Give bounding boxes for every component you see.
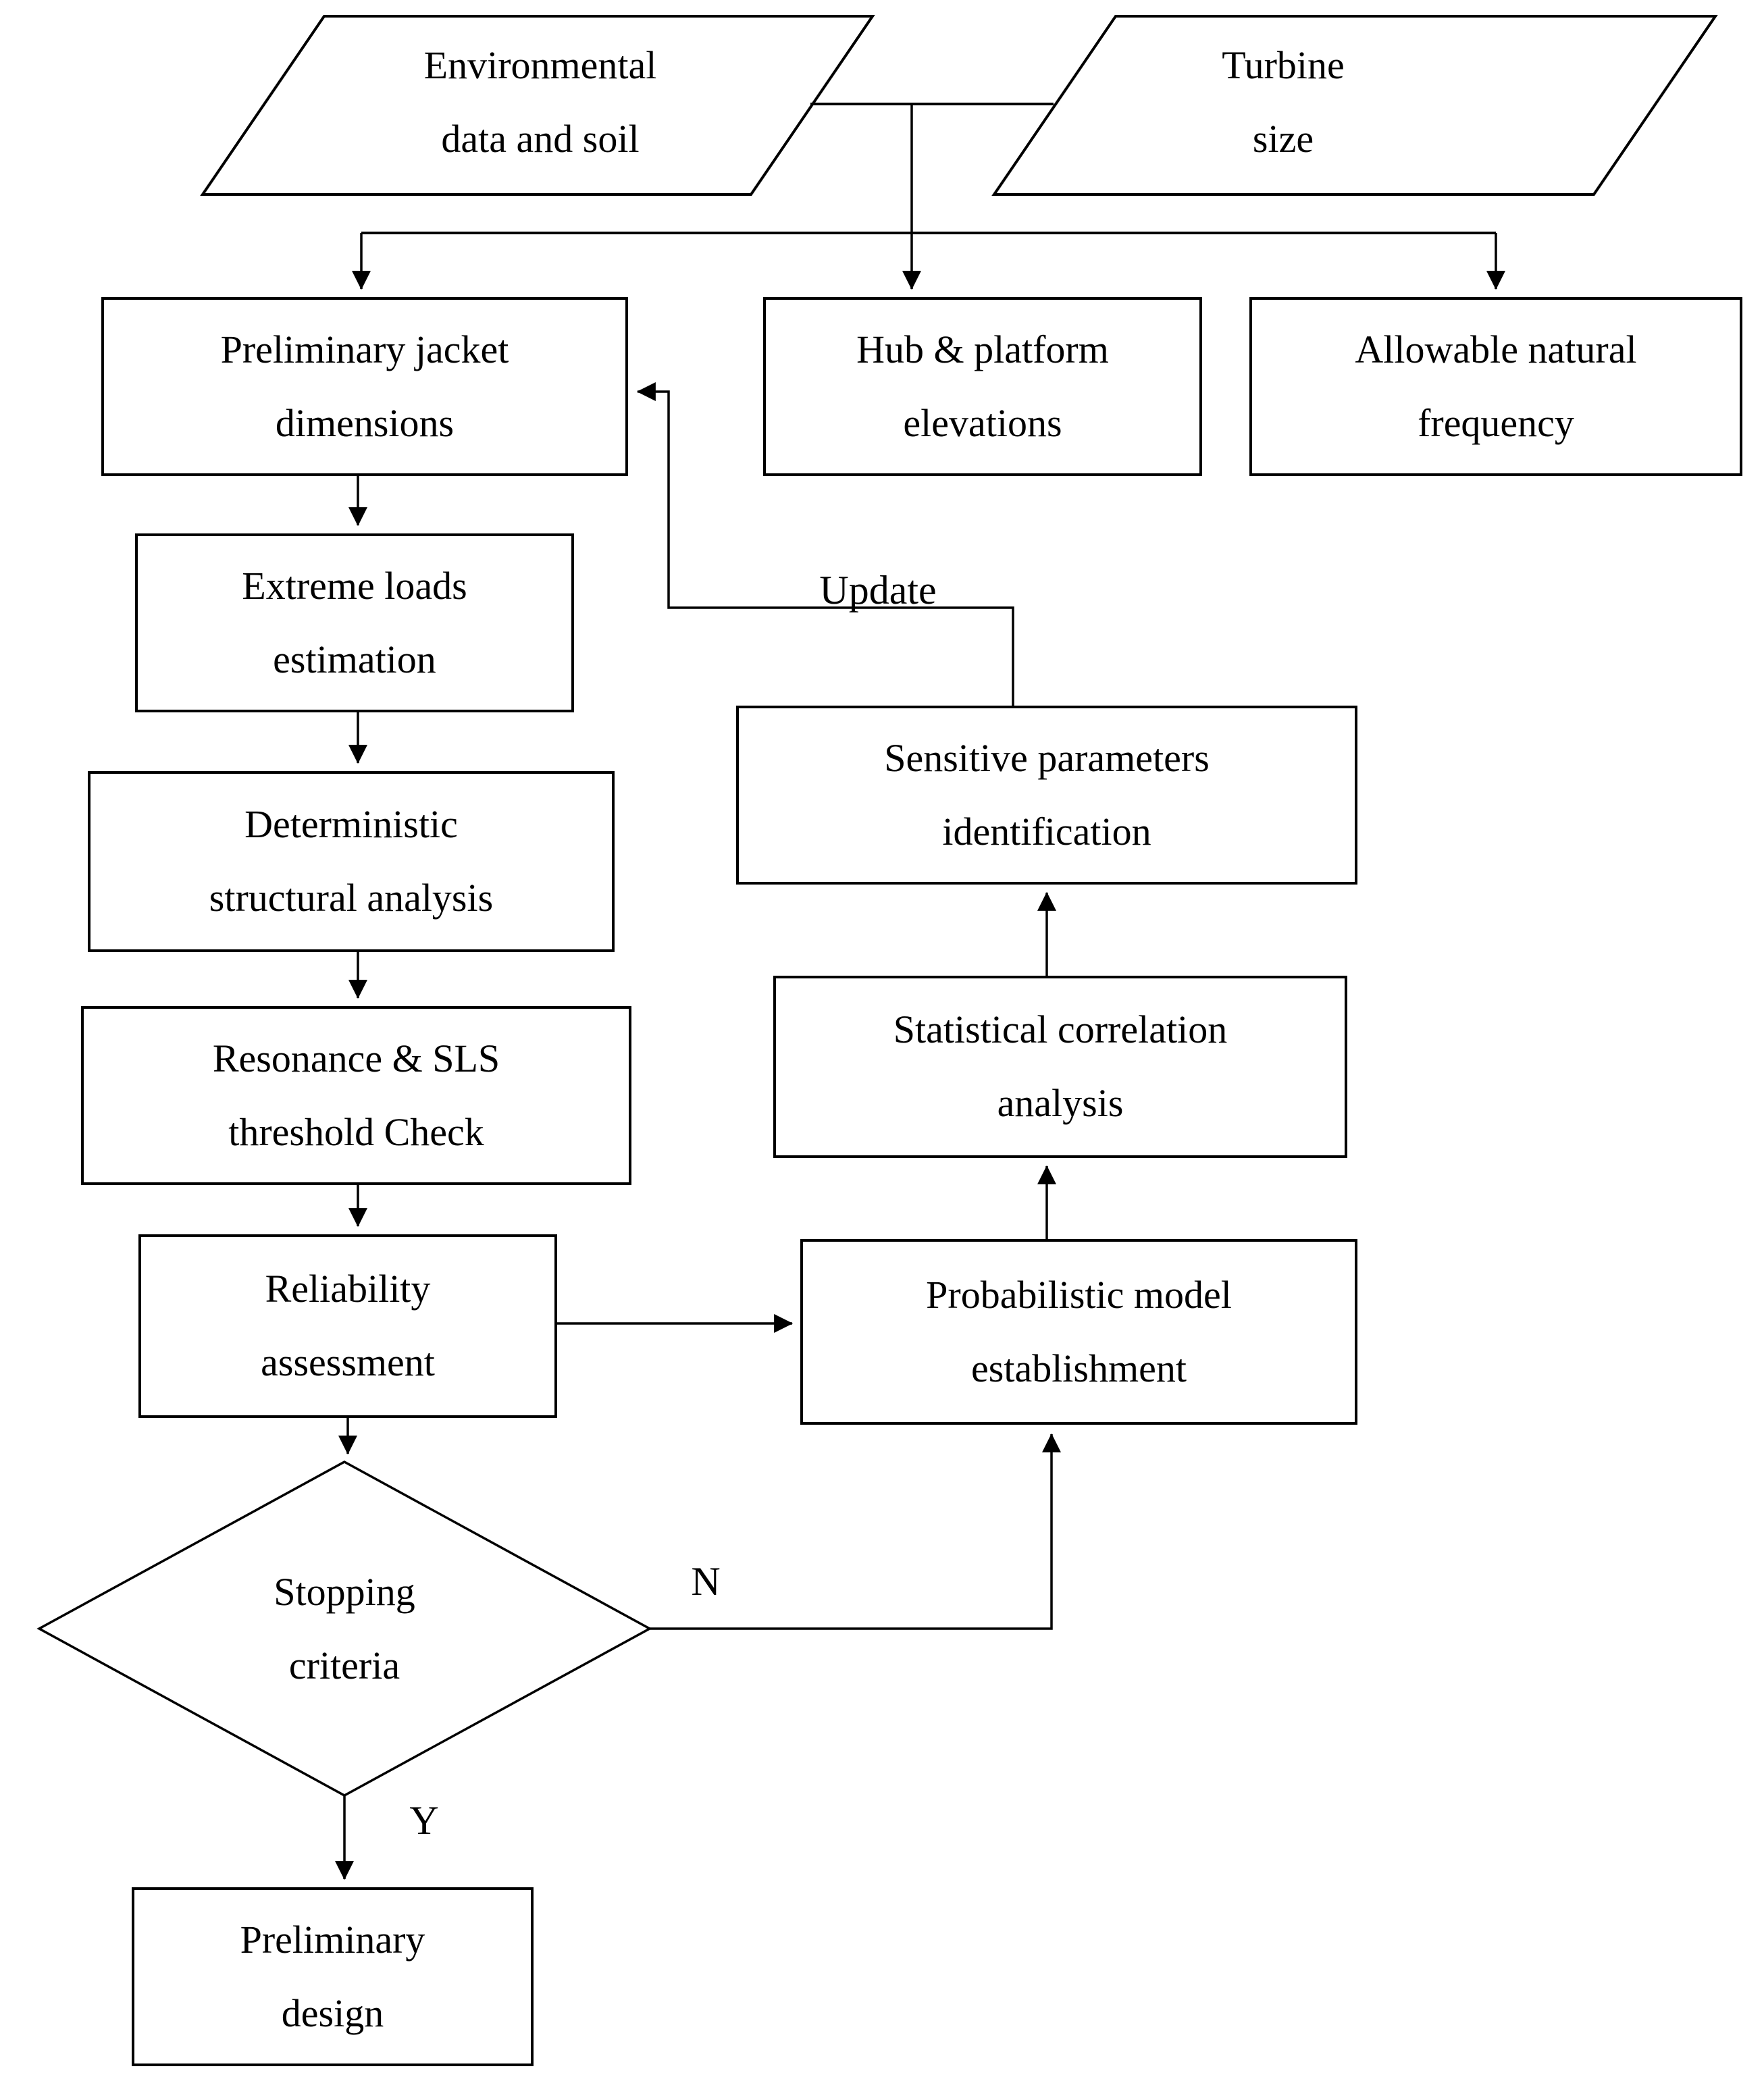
edge-no-branch: [650, 1433, 1061, 1630]
node-allowable-natural-frequency: Allowable natural frequency: [1249, 297, 1742, 476]
node-label-line: Resonance & SLS: [212, 1036, 500, 1080]
node-label-line: establishment: [971, 1346, 1187, 1390]
stopping-criteria-shape: [36, 1461, 652, 1797]
node-label-line: Probabilistic model: [926, 1272, 1232, 1317]
node-label-line: Statistical correlation: [893, 1007, 1228, 1052]
node-label-line: identification: [942, 809, 1151, 853]
node-hub-platform-elevations: Hub & platform elevations: [763, 297, 1202, 476]
node-probabilistic-model-establishment: Probabilistic model establishment: [800, 1239, 1357, 1425]
node-label-line: Preliminary: [240, 1917, 425, 1962]
node-deterministic-structural-analysis: Deterministic structural analysis: [88, 771, 615, 952]
node-preliminary-design: Preliminary design: [132, 1887, 534, 2066]
node-label-line: Reliability: [265, 1267, 431, 1311]
node-label-line: design: [281, 1991, 384, 2035]
environmental-data-shape: [200, 15, 875, 196]
node-reliability-assessment: Reliability assessment: [138, 1234, 557, 1418]
node-statistical-correlation-analysis: Statistical correlation analysis: [773, 976, 1347, 1158]
no-edge-label: N: [691, 1559, 721, 1604]
node-label-line: Sensitive parameters: [884, 735, 1210, 780]
node-label-line: structural analysis: [209, 876, 494, 920]
node-label-line: elevations: [903, 400, 1062, 445]
node-label-line: Deterministic: [244, 802, 458, 847]
update-edge-label: Update: [819, 568, 937, 612]
node-label-line: Allowable natural: [1355, 327, 1637, 371]
node-sensitive-parameters-identification: Sensitive parameters identification: [736, 706, 1357, 885]
node-preliminary-jacket-dimensions: Preliminary jacket dimensions: [101, 297, 628, 476]
node-label-line: assessment: [261, 1340, 435, 1384]
node-label-line: Preliminary jacket: [220, 327, 509, 371]
node-resonance-sls-threshold-check: Resonance & SLS threshold Check: [81, 1006, 631, 1185]
node-label-line: analysis: [997, 1081, 1124, 1125]
yes-edge-label: Y: [409, 1798, 439, 1843]
node-label-line: threshold Check: [228, 1109, 484, 1154]
node-label-line: dimensions: [275, 400, 455, 445]
turbine-size-shape: [991, 15, 1718, 196]
edge-update-feedback: [636, 382, 1014, 707]
node-label-line: Hub & platform: [856, 327, 1109, 371]
node-label-line: Extreme loads: [242, 563, 467, 608]
node-label-line: estimation: [273, 637, 436, 681]
node-extreme-loads-estimation: Extreme loads estimation: [135, 533, 574, 712]
node-label-line: frequency: [1418, 400, 1574, 445]
